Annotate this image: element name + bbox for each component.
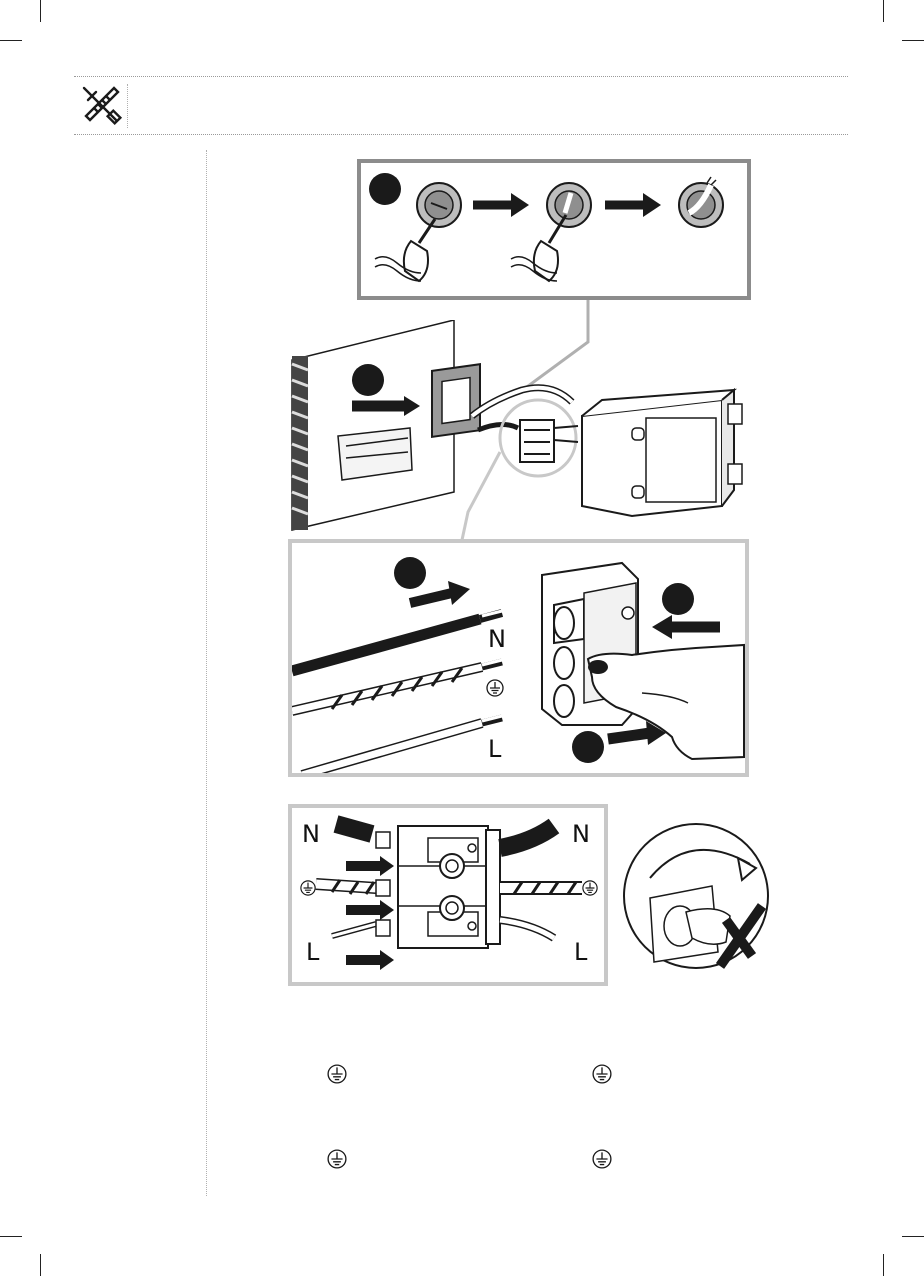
arrow-left-icon xyxy=(652,615,672,639)
wire-label-live: L xyxy=(488,737,501,761)
wall-mount-illustration xyxy=(282,320,752,532)
earth-symbol-icon xyxy=(592,1149,612,1169)
wire-label-neutral: N xyxy=(488,627,506,651)
right-label-neutral: N xyxy=(572,822,590,846)
step-number-circle-icon xyxy=(662,583,694,615)
terminal-connection-panel: N L N L xyxy=(288,804,608,986)
earth-symbol-icon xyxy=(592,1064,612,1084)
earth-symbol-icon xyxy=(486,679,504,697)
earth-symbol-icon xyxy=(327,1064,347,1084)
right-label-live: L xyxy=(574,940,587,964)
step-number-circle-icon xyxy=(352,364,384,396)
arrow-right-icon xyxy=(448,581,470,605)
earth-symbol-icon xyxy=(300,880,316,896)
wire-insertion-panel: N L xyxy=(288,539,749,777)
arrow-right-icon xyxy=(380,950,394,970)
step-number-circle-icon xyxy=(572,731,604,763)
earth-symbol-icon xyxy=(582,880,598,896)
earth-symbol-icon xyxy=(327,1149,347,1169)
no-plug-warning xyxy=(620,820,780,980)
step-number-circle-icon xyxy=(394,557,426,589)
arrow-right-icon xyxy=(380,900,394,920)
left-label-neutral: N xyxy=(302,822,320,846)
arrow-right-icon xyxy=(380,856,394,876)
left-label-live: L xyxy=(306,940,319,964)
